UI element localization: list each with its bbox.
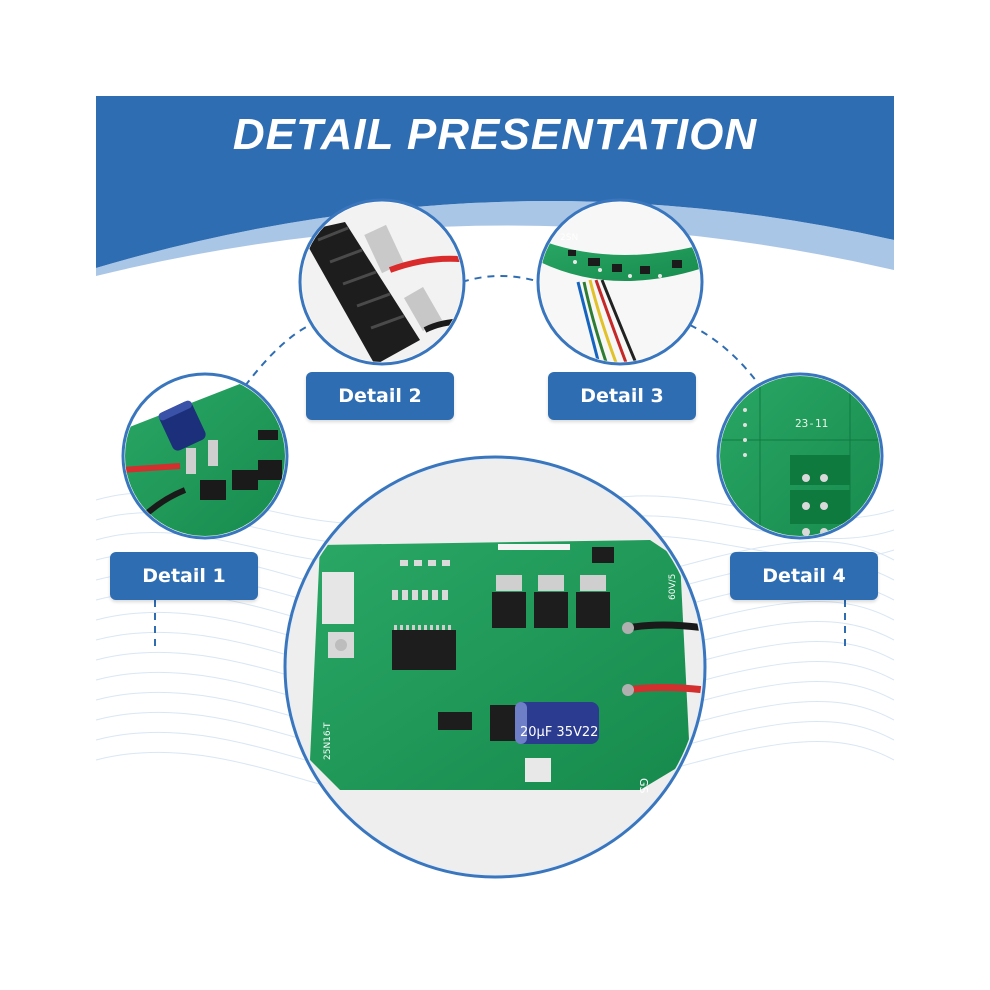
header-banner (96, 96, 894, 300)
board-marking: 25N16-T (323, 722, 333, 760)
detail-4-label: Detail 4 (730, 552, 878, 600)
detail-2-image (298, 198, 466, 366)
detail-1-image (121, 372, 289, 540)
detail-3-image: 2SN (536, 198, 704, 366)
detail4-marking: 23-11 (795, 417, 828, 430)
detail-4-image: 23-11 (716, 372, 884, 540)
detail-2-label: Detail 2 (306, 372, 454, 420)
corner-marking: GS (637, 778, 650, 794)
page-title: DETAIL PRESENTATION (232, 110, 758, 159)
detail-3-label: Detail 3 (548, 372, 696, 420)
detail3-marking: 2SN (560, 233, 578, 243)
detail-1-label: Detail 1 (110, 552, 258, 600)
tab-marking: 60V/5 (668, 574, 678, 600)
capacitor-marking: 20µF 35V22 (520, 725, 598, 740)
dashed-connectors (154, 275, 846, 650)
main-board-image: 20µF 35V22 25N16-T 60V/5 GS (283, 455, 707, 879)
